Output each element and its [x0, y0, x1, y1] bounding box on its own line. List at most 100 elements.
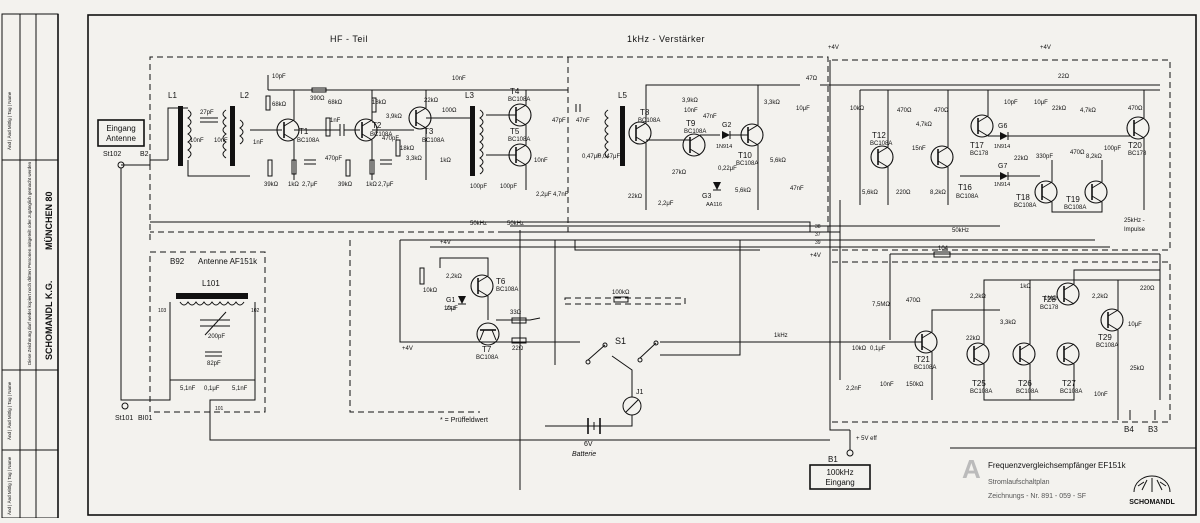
- transistor-t12: [870, 145, 894, 169]
- trimmer-icon: [204, 311, 227, 336]
- logo-text: SCHOMANDL: [1129, 499, 1175, 506]
- value-4-7nf-a: 4,7nF: [553, 192, 569, 198]
- value-8-2k-a: 8,2kΩ: [930, 190, 946, 196]
- value-22k-c: 22kΩ: [1052, 106, 1067, 112]
- battery-label: Batterie: [572, 451, 596, 458]
- value-470-d: 470Ω: [1070, 150, 1085, 156]
- impulse-label-2: Impulse: [1124, 227, 1146, 233]
- coil-l1-label: L1: [168, 91, 177, 100]
- t16-type: BC108A: [956, 194, 978, 200]
- value-10k-c: 10kΩ: [852, 346, 867, 352]
- t6-type: BC108A: [496, 287, 518, 293]
- value-470-b: 470Ω: [934, 108, 949, 114]
- value-22k-b: 22kΩ: [628, 194, 643, 200]
- transistor-t8: [628, 121, 652, 145]
- revision-headers-3: Änd | Änd Mittlg | Tag | Name: [6, 456, 12, 515]
- section-hf-label: HF - Teil: [330, 34, 368, 44]
- value-7-5m: 7,5MΩ: [872, 302, 890, 308]
- l5-core-icon: [620, 106, 625, 166]
- t29-label: T29: [1098, 333, 1112, 342]
- value-5-6k-a: 5,6kΩ: [770, 158, 786, 164]
- g6-label: G6: [998, 123, 1007, 130]
- b4-label: B4: [1124, 425, 1134, 434]
- transistor-t25: [966, 342, 990, 366]
- value-5-6k-c: 5,6kΩ: [862, 190, 878, 196]
- title-model: EF151k: [1098, 461, 1127, 470]
- value-100pf-a: 100pF: [470, 184, 487, 190]
- t16-label: T16: [958, 183, 972, 192]
- transistor-t6: [470, 274, 494, 298]
- value-220-b: 220Ω: [1140, 286, 1155, 292]
- transistor-t28: [1056, 282, 1080, 306]
- value-3-9k-b: 3,9kΩ: [682, 98, 698, 104]
- svg-text:37: 37: [815, 232, 821, 238]
- t3-label: T3: [424, 127, 434, 136]
- t1-type: BC108A: [297, 138, 319, 144]
- schomandl-logo-icon: [1133, 475, 1171, 493]
- value-4-7k-b: 4,7kΩ: [1080, 108, 1096, 114]
- input-100khz-box: [809, 464, 871, 490]
- g1-label: G1: [446, 297, 455, 304]
- value-100k: 100kΩ: [612, 290, 630, 296]
- g3-type: AA116: [706, 202, 722, 208]
- t2-label: T2: [372, 121, 382, 130]
- copyright-note: Diese Zeichnung darf weder kopiert noch …: [27, 161, 32, 365]
- value-10nf-b: 10nF: [214, 138, 228, 144]
- value-0-047uf: 0,047μF: [598, 154, 620, 160]
- value-10uf-b: 10μF: [1034, 100, 1048, 106]
- value-22-ohm: 22Ω: [1058, 74, 1070, 80]
- title-subtitle: Stromlaufschaltplan: [988, 479, 1050, 486]
- diode-g7-icon: [1000, 172, 1008, 180]
- value-39k-b: 39kΩ: [338, 182, 353, 188]
- value-1k-a: 1kΩ: [288, 182, 299, 188]
- t26-label: T26: [1018, 379, 1032, 388]
- transistor-t29: [1100, 308, 1124, 332]
- t25-label: T25: [972, 379, 986, 388]
- b1-label: B1: [828, 455, 838, 464]
- diode-g2-icon: [722, 131, 730, 139]
- t21-label: T21: [916, 355, 930, 364]
- value-0-47uf: 0,47μF: [582, 154, 601, 160]
- value-2-2nf: 2,2nF: [846, 386, 862, 392]
- value-2-2k-b: 2,2kΩ: [970, 294, 986, 300]
- value-1k-c: 1kΩ: [440, 158, 451, 164]
- input-label-1: Eingang: [106, 124, 135, 133]
- t20-label: T20: [1128, 141, 1142, 150]
- value-47-ohm: 47Ω: [806, 76, 818, 82]
- value-5-1nf-b: 5,1nF: [232, 386, 248, 392]
- value-10pf-b: 10pF: [1004, 100, 1018, 106]
- value-10nf-c: 10nF: [452, 76, 466, 82]
- t8-type: BC108A: [638, 118, 660, 124]
- value-10nf-a: 10nF: [190, 138, 204, 144]
- b1-connector-icon: [846, 449, 854, 457]
- vplus-label-c: +4V: [440, 240, 451, 246]
- in100k-label-1: 100kHz: [826, 468, 853, 477]
- transistor-t18: [1034, 180, 1058, 204]
- t5-label: T5: [510, 127, 520, 136]
- input-label-2: Antenne: [106, 134, 136, 143]
- t4-label: T4: [510, 87, 520, 96]
- value-47nf-a: 47nF: [576, 118, 590, 124]
- sidebar-strip: SCHOMANDL K.G. MÜNCHEN 80 Diese Zeichnun…: [1, 13, 59, 519]
- hf-stage: L1 L2 27pF 10nF 10nF 1nF 10pF 68kΩ 390Ω …: [167, 74, 569, 227]
- value-22k-d: 22kΩ: [1014, 156, 1029, 162]
- interconnect-bus: 37 38 39 +4V +4V +4V: [150, 60, 1110, 490]
- st101-connector-icon: [121, 402, 129, 410]
- svg-text:39: 39: [815, 240, 821, 246]
- value-330-ohm: 33Ω: [510, 310, 522, 316]
- switch-battery-block: 10kΩ 2,2kΩ 10μF G1 ZF3 T6 BC108A T7 BC10…: [419, 240, 840, 458]
- section-khz-label: 1kHz - Verstärker: [627, 34, 705, 44]
- meter-j1-label: J1: [636, 389, 644, 396]
- t7-type: BC108A: [476, 355, 498, 361]
- transistor-t9: [682, 133, 706, 157]
- value-27pf: 27pF: [200, 110, 214, 116]
- st101-label: St101: [115, 415, 133, 422]
- value-10pf-a: 10pF: [272, 74, 286, 80]
- diode-g6-icon: [1000, 132, 1008, 140]
- value-1k-b: 1kΩ: [366, 182, 377, 188]
- value-8-2k-b: 8,2kΩ: [1086, 154, 1102, 160]
- vplus-label-d: +4V: [810, 253, 821, 259]
- battery-voltage: 6V: [584, 441, 593, 448]
- t27-label: T27: [1062, 379, 1076, 388]
